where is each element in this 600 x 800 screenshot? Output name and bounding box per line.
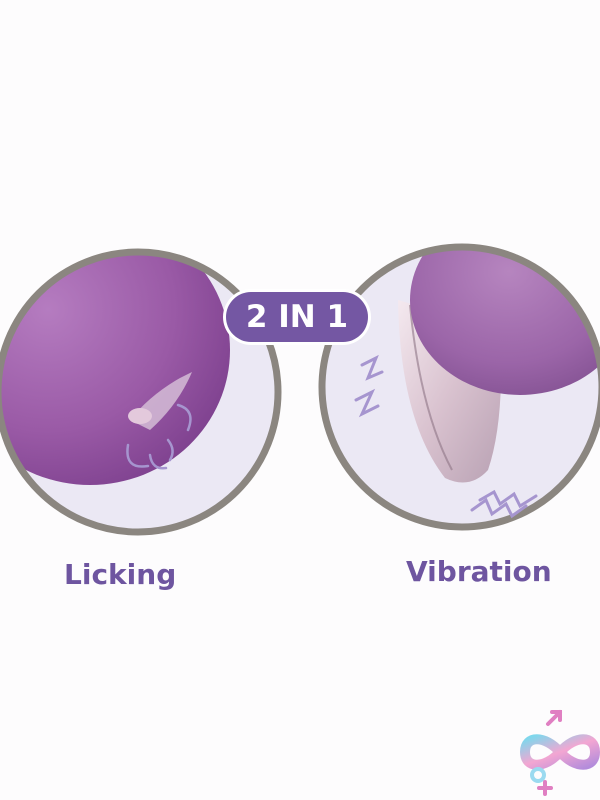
vibration-caption: Vibration [406, 555, 552, 588]
licking-motion-icon [126, 403, 192, 470]
gender-infinity-logo-icon [519, 710, 600, 796]
licking-panel [0, 248, 282, 536]
vibration-panel [318, 243, 600, 531]
licking-caption: Licking [64, 558, 177, 591]
two-in-one-badge: 2 IN 1 [226, 292, 368, 342]
badge-text: 2 IN 1 [245, 299, 349, 335]
vibration-wave-icon [354, 354, 538, 519]
